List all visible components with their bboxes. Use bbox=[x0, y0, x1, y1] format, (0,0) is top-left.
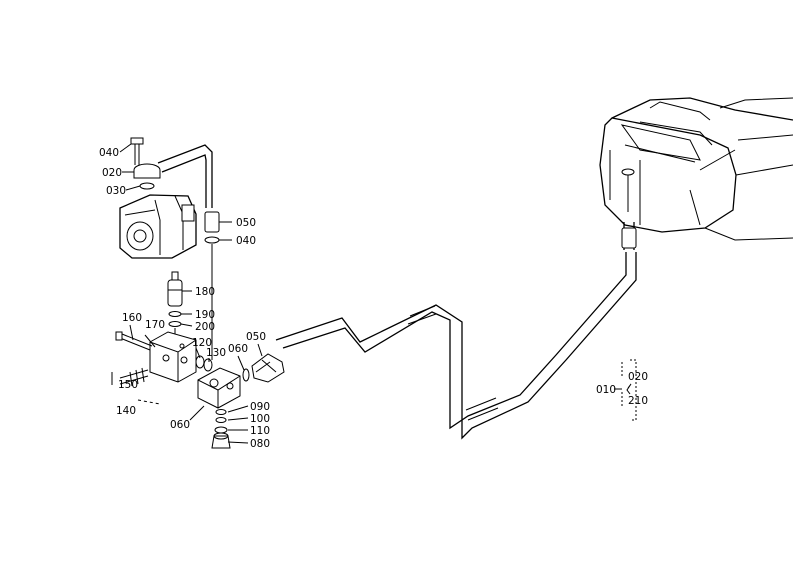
pump-boss bbox=[181, 204, 195, 222]
o-ring-030 bbox=[139, 182, 155, 190]
bracket-140-dash bbox=[137, 399, 161, 405]
hydraulic-pump bbox=[119, 194, 197, 259]
washer-110 bbox=[214, 426, 228, 434]
label-040-top: 040 bbox=[99, 147, 119, 159]
label-040-mid: 040 bbox=[236, 235, 256, 247]
hydraulic-tank bbox=[599, 97, 793, 241]
label-030: 030 bbox=[106, 185, 126, 197]
label-120: 120 bbox=[192, 337, 212, 349]
label-050-mid: 050 bbox=[246, 331, 266, 343]
bolt-080 bbox=[211, 432, 231, 449]
relief-valve-180 bbox=[167, 271, 183, 307]
plug-150 bbox=[119, 367, 149, 387]
o-ring-130 bbox=[203, 358, 213, 372]
bolt-040-head bbox=[130, 137, 144, 145]
label-130: 130 bbox=[206, 347, 226, 359]
label-180: 180 bbox=[195, 286, 215, 298]
label-020-group: 020 bbox=[628, 371, 648, 383]
washer-090 bbox=[215, 409, 227, 415]
label-060-bottom: 060 bbox=[170, 419, 190, 431]
label-090: 090 bbox=[250, 401, 270, 413]
label-160: 160 bbox=[122, 312, 142, 324]
label-170: 170 bbox=[145, 319, 165, 331]
label-110: 110 bbox=[250, 425, 270, 437]
label-080: 080 bbox=[250, 438, 270, 450]
label-200: 200 bbox=[195, 321, 215, 333]
washer-100 bbox=[215, 417, 227, 423]
label-210: 210 bbox=[628, 395, 648, 407]
label-060-mid: 060 bbox=[228, 343, 248, 355]
o-ring-040 bbox=[204, 236, 220, 244]
o-ring-060 bbox=[242, 368, 250, 382]
return-hose bbox=[275, 222, 637, 440]
hose-clamp-tank bbox=[621, 227, 637, 249]
o-ring-190 bbox=[168, 311, 182, 317]
valve-block bbox=[149, 331, 197, 383]
label-010: 010 bbox=[596, 384, 616, 396]
label-140: 140 bbox=[116, 405, 136, 417]
leader-lines bbox=[119, 143, 637, 444]
label-050-top: 050 bbox=[236, 217, 256, 229]
label-190: 190 bbox=[195, 309, 215, 321]
bolt-160 bbox=[115, 331, 153, 351]
label-020-top: 020 bbox=[102, 167, 122, 179]
o-ring-200 bbox=[168, 321, 182, 327]
label-150: 150 bbox=[118, 379, 138, 391]
fitting-050 bbox=[204, 211, 220, 233]
hose-fitting-050 bbox=[251, 353, 285, 383]
label-100: 100 bbox=[250, 413, 270, 425]
junction-block-060 bbox=[197, 367, 241, 409]
pump-outlet-pipe bbox=[130, 137, 213, 208]
